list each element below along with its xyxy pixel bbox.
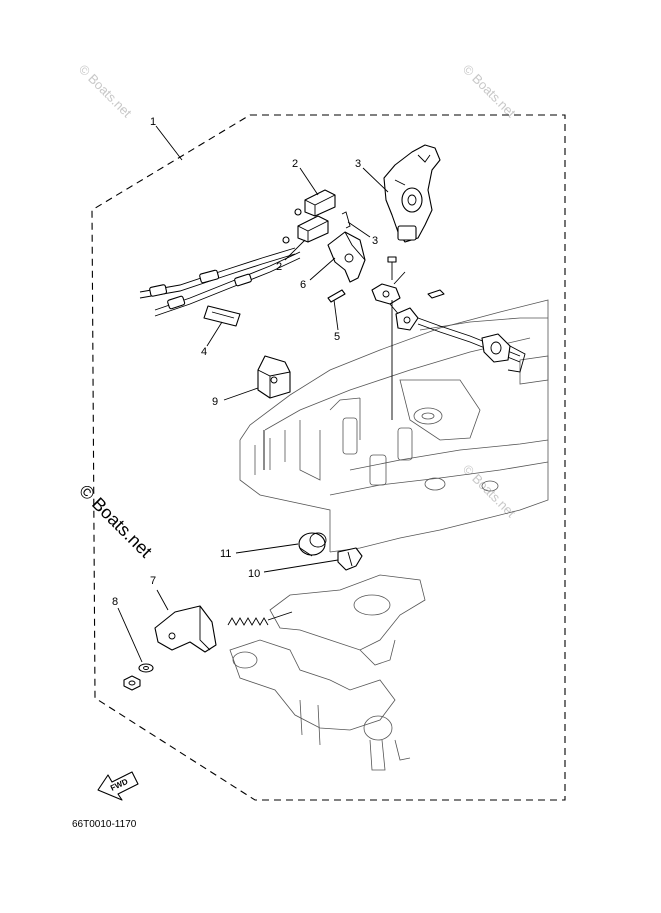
part-7-bracket <box>154 605 217 653</box>
watermark-text: © Boats.net <box>76 62 135 121</box>
part-2-cable-clip-lower <box>297 215 329 243</box>
callout-3-upper: 3 <box>355 158 361 170</box>
diagram-code: 66T0010-1170 <box>72 819 137 830</box>
leader-lines <box>117 125 389 663</box>
callout-6: 6 <box>300 279 306 291</box>
callout-7: 7 <box>150 575 156 587</box>
callout-5: 5 <box>334 331 340 343</box>
callout-3-lower: 3 <box>372 235 378 247</box>
callout-9: 9 <box>212 396 218 408</box>
watermark-left: © Boats.net <box>75 481 156 562</box>
link-rod-assembly <box>371 271 526 420</box>
part-5-pin <box>327 289 346 303</box>
callout-2-lower: 2 <box>276 261 282 273</box>
bottom-cowling <box>239 299 549 553</box>
watermark-top-right: © Boats.net <box>460 62 519 121</box>
part-8-washer <box>138 663 154 673</box>
bracket-screw <box>387 256 397 280</box>
callout-2-upper: 2 <box>292 158 298 170</box>
steering-bracket <box>229 574 426 771</box>
watermark-text: © Boats.net <box>460 62 519 121</box>
part-11-grommet <box>298 532 327 557</box>
part-6-lever <box>327 231 366 283</box>
part-3-throttle-bracket <box>383 144 441 243</box>
callout-1: 1 <box>150 116 156 128</box>
part-3-clip <box>341 211 351 229</box>
callout-10: 10 <box>248 568 260 580</box>
fwd-arrow: FWD <box>97 771 139 801</box>
spring <box>227 611 293 626</box>
nut <box>123 675 141 691</box>
remote-control-cables <box>139 208 302 317</box>
part-10-cap <box>337 547 363 571</box>
callout-11: 11 <box>220 548 231 560</box>
watermark-text: © Boats.net <box>75 481 156 562</box>
callout-4: 4 <box>201 346 207 358</box>
callout-8: 8 <box>112 596 118 608</box>
part-2-cable-clip-upper <box>304 189 336 217</box>
assembly-boundary <box>91 114 566 801</box>
part-4-label-plate <box>203 305 241 327</box>
part-9-holder <box>257 355 291 399</box>
watermark-top-left: © Boats.net <box>76 62 135 121</box>
callouts: 1 2 2 3 3 4 5 6 7 8 9 10 11 <box>112 116 378 608</box>
